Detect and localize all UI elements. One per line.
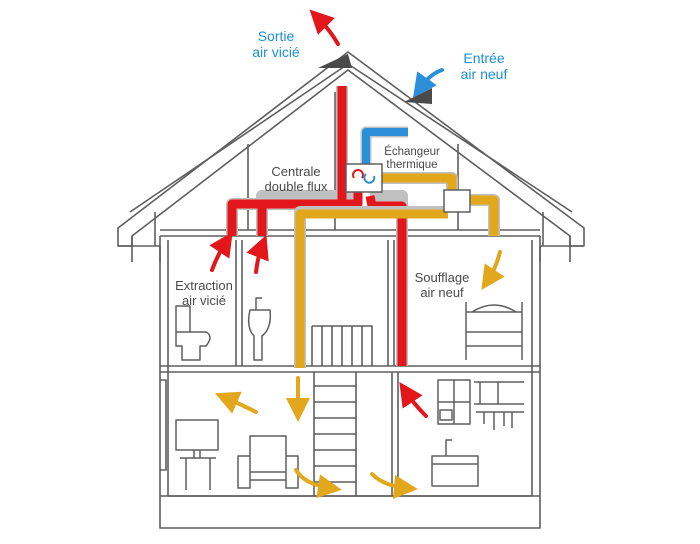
sink-icon xyxy=(247,297,272,361)
label-extraction: Extraction air vicié xyxy=(168,278,240,308)
fresh-air-duct xyxy=(362,128,408,170)
label-central-unit: Centrale double flux xyxy=(254,164,338,194)
ducts xyxy=(226,86,500,368)
tv-icon xyxy=(175,419,219,490)
red-arrow-up-icon xyxy=(209,232,233,272)
heat-exchanger-box xyxy=(443,189,471,213)
roof-vent-cap-left xyxy=(318,54,352,68)
central-unit xyxy=(345,163,383,193)
yellow-arrow-right-icon xyxy=(370,472,418,499)
yellow-arrow-left-icon xyxy=(214,391,258,414)
label-central-unit-line2: double flux xyxy=(264,179,328,194)
yellow-arrow-down-icon xyxy=(481,250,505,290)
furniture xyxy=(175,297,524,490)
label-heat-exchanger-line2: thermique xyxy=(386,159,438,171)
red-arrow-up-icon xyxy=(246,234,269,274)
label-extraction-line2: air vicié xyxy=(181,293,227,308)
exterior-walls xyxy=(159,236,541,529)
kitchen-shelf-icon xyxy=(437,379,471,425)
label-fresh-in-line2: air neuf xyxy=(460,66,508,82)
label-central-unit-line1: Centrale xyxy=(271,164,321,179)
label-supply: Soufflage air neuf xyxy=(404,270,480,300)
red-arrow-up-icon xyxy=(309,9,340,46)
label-fresh-in-line1: Entrée xyxy=(463,50,505,66)
label-supply-line2: air neuf xyxy=(420,285,464,300)
label-extraction-line1: Extraction xyxy=(175,278,233,293)
label-heat-exchanger-line1: Échangeur xyxy=(384,146,440,158)
toilet-icon xyxy=(175,305,211,361)
label-exhaust-out-line2: air vicié xyxy=(252,44,300,60)
armchair-icon xyxy=(237,435,299,489)
airflow-arrows xyxy=(209,9,505,499)
blue-arrow-in-icon xyxy=(413,68,444,98)
label-exhaust-out: Sortie air vicié xyxy=(236,28,316,60)
yellow-arrow-right-icon xyxy=(294,468,342,499)
label-supply-line1: Soufflage xyxy=(414,270,470,285)
kitchen-counter-icon xyxy=(431,439,479,487)
bed-icon xyxy=(465,302,523,360)
label-heat-exchanger: Échangeur thermique xyxy=(374,146,450,172)
red-arrow-up-icon xyxy=(399,382,428,418)
label-exhaust-out-line1: Sortie xyxy=(257,28,295,44)
label-fresh-in: Entrée air neuf xyxy=(444,50,524,82)
